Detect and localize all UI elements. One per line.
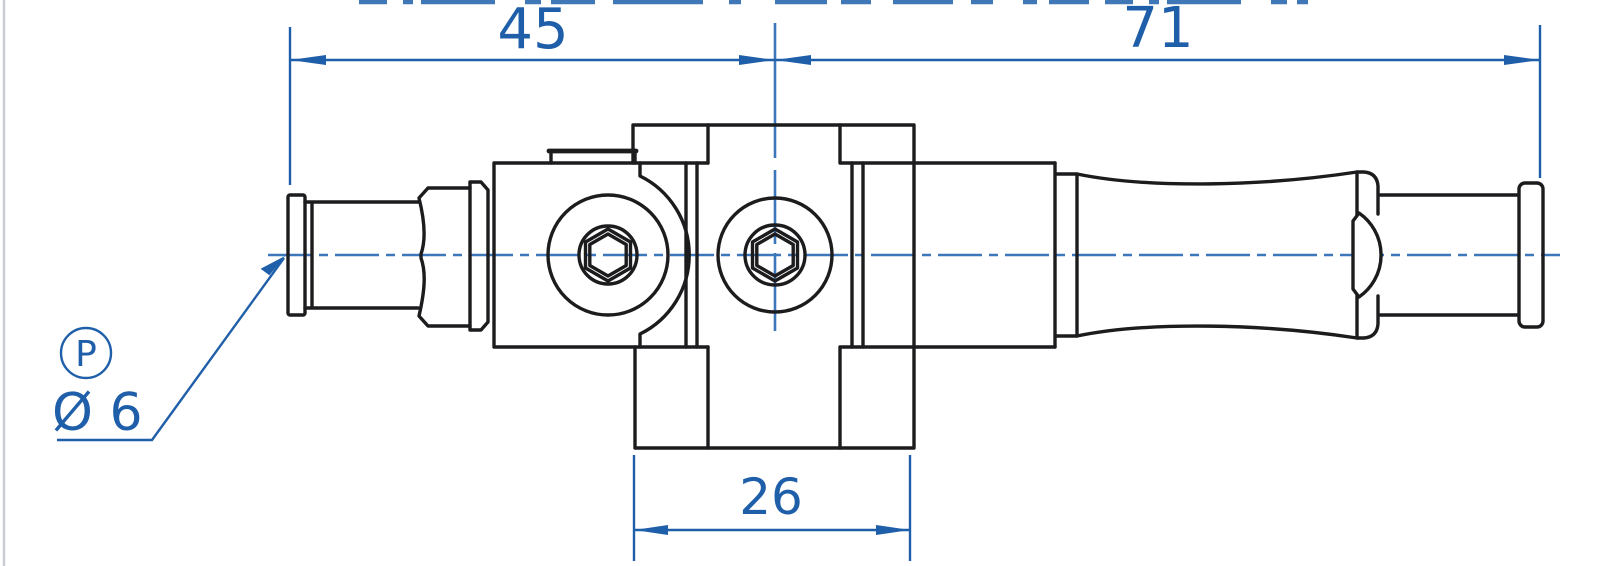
screw-left-hex-chamfer <box>588 232 628 278</box>
arrow-45-left <box>290 55 326 65</box>
valve-left-block <box>492 148 710 349</box>
body-outline <box>631 123 916 450</box>
arrow-71-left <box>775 55 811 65</box>
barb-end-ring <box>1517 181 1545 329</box>
socket-screw-left <box>546 193 670 317</box>
extension-lines-bottom <box>632 455 912 561</box>
exhaust-barb <box>1378 181 1545 329</box>
part-outline <box>286 123 1545 450</box>
screw-left-counterbore <box>546 193 670 317</box>
dimensions: 45 71 26 P Ø 6 <box>52 0 1542 561</box>
screw-left-head <box>577 224 639 286</box>
port-leader-arrow <box>260 256 285 276</box>
dimension-71: 71 <box>1122 0 1193 61</box>
hex-nut-profile <box>417 186 472 328</box>
screw-right-hex-chamfer <box>755 232 795 278</box>
port-label-circle <box>59 326 113 380</box>
screw-boss-arc <box>638 161 691 349</box>
screw-right-counterbore <box>716 196 834 314</box>
washer-collar <box>468 180 490 332</box>
left-block-outline <box>492 161 710 349</box>
arrow-45-right <box>739 55 775 65</box>
screw-right-head <box>743 223 807 287</box>
port-label: P <box>75 334 97 375</box>
dimension-45: 45 <box>497 0 568 62</box>
dimension-26: 26 <box>739 468 803 526</box>
socket-screw-right <box>716 196 834 314</box>
arrow-71-right <box>1504 55 1540 65</box>
dim-71-label: 71 <box>1122 0 1193 61</box>
valve-body <box>631 123 1057 450</box>
silencer-nose <box>1351 211 1383 299</box>
hex-nut <box>417 180 490 332</box>
screw-left-hex-socket <box>583 227 633 283</box>
fitting-end-cap <box>286 193 307 317</box>
silencer <box>1053 161 1383 349</box>
arrow-26-right <box>876 525 910 535</box>
arrow-26-left <box>634 525 668 535</box>
silencer-ring <box>1053 161 1079 349</box>
fitting-tube <box>303 200 420 310</box>
joint-lines <box>684 161 865 349</box>
dim-26-label: 26 <box>739 468 803 526</box>
dim-45-label: 45 <box>497 0 568 62</box>
barb-tube <box>1378 193 1520 317</box>
port-callout: P Ø 6 <box>52 256 285 443</box>
screw-right-hex-socket <box>750 227 800 283</box>
push-in-fitting <box>286 193 420 317</box>
silencer-curves <box>1075 170 1359 340</box>
port-diameter-label: Ø 6 <box>52 383 143 443</box>
flange-edges <box>706 123 1057 450</box>
port-leader-line <box>57 257 285 442</box>
